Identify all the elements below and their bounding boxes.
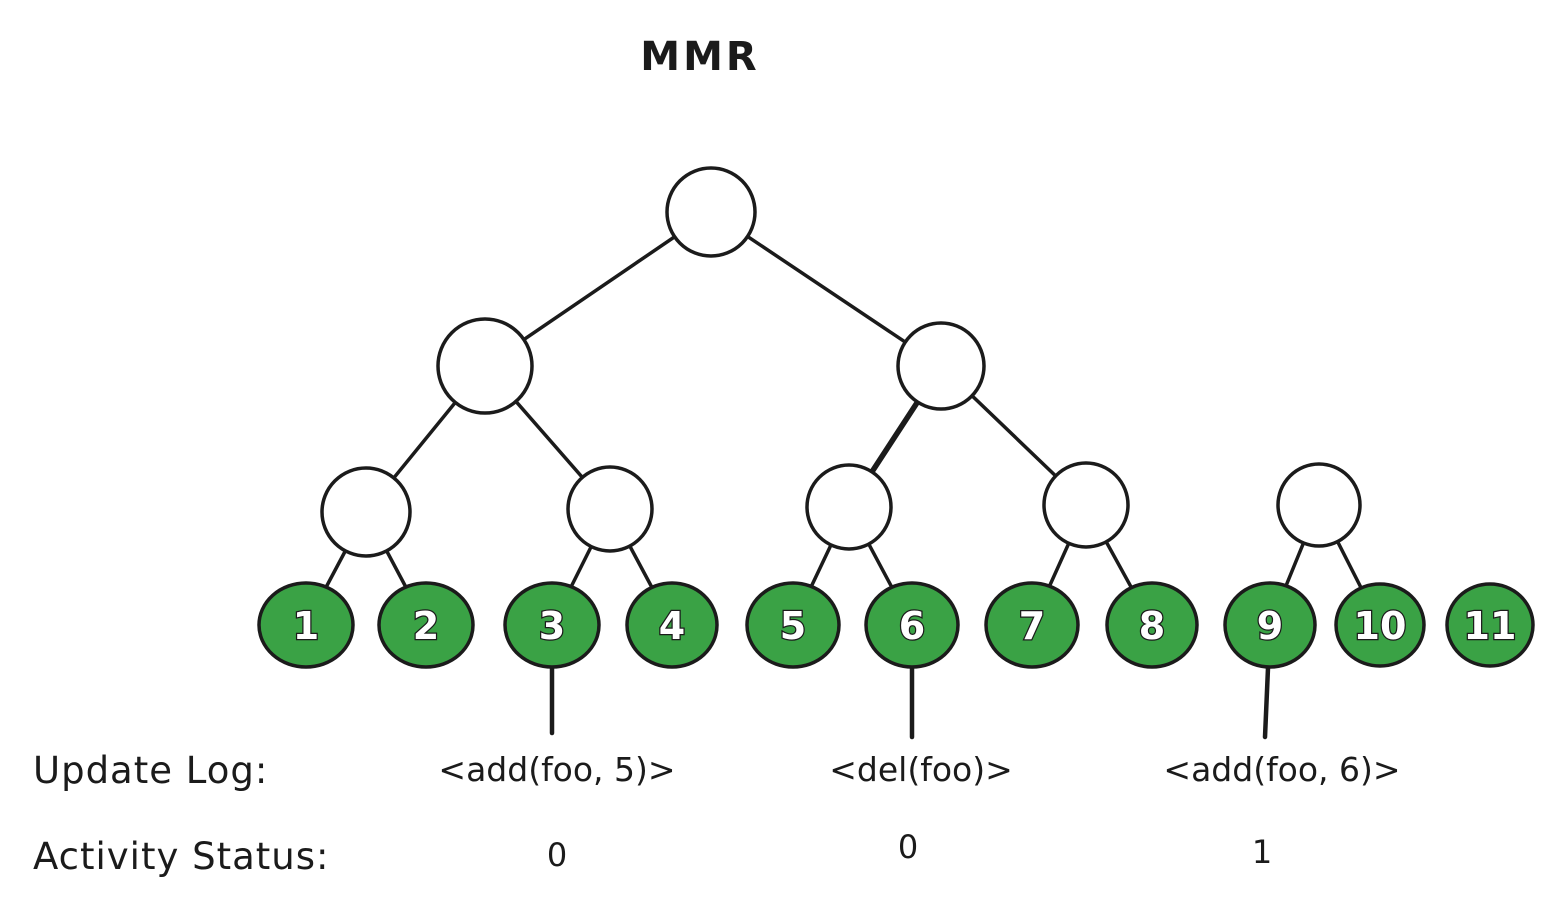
leaf-node-9 <box>1223 581 1317 669</box>
internal-node <box>805 463 893 551</box>
edge <box>709 210 943 368</box>
leaf-labels: 1 2 3 4 5 6 7 8 9 10 11 <box>292 603 1518 650</box>
leaf-node-6 <box>864 581 960 669</box>
log-connector <box>1262 665 1271 740</box>
leaf-node-5 <box>745 581 841 669</box>
update-log-entry-3: <add(foo, 6)> <box>1163 750 1400 789</box>
leaf-node-3 <box>503 581 601 669</box>
leaf-label-2: 2 <box>413 604 439 648</box>
leaf-label-9: 9 <box>1257 604 1283 648</box>
leaf-label-5: 5 <box>780 604 806 648</box>
leaf-node-1 <box>257 581 355 669</box>
log-connectors <box>549 665 1271 740</box>
leaf-node-4 <box>625 581 719 669</box>
leaf-node-7 <box>984 581 1080 669</box>
leaf-label-10: 10 <box>1354 604 1407 648</box>
activity-status-value-3: 1 <box>1252 833 1272 871</box>
leaf-label-7: 7 <box>1019 604 1045 648</box>
internal-nodes <box>320 166 1362 558</box>
activity-status-label: Activity Status: <box>33 835 330 878</box>
leaf-label-3: 3 <box>539 604 565 648</box>
diagram-title: MMR <box>640 34 759 80</box>
update-log-entry-2: <del(foo)> <box>829 750 1012 789</box>
activity-status-value-2: 0 <box>898 828 918 866</box>
activity-status-value-1: 0 <box>547 836 567 874</box>
internal-node <box>896 321 986 411</box>
leaf-node-8 <box>1105 581 1199 669</box>
leaf-node-10 <box>1334 582 1426 668</box>
leaf-label-6: 6 <box>899 604 925 648</box>
update-log-row: Update Log: <add(foo, 5)> <del(foo)> <ad… <box>33 749 1401 792</box>
internal-node <box>320 466 412 558</box>
internal-node <box>436 317 534 415</box>
leaf-label-11: 11 <box>1464 604 1517 648</box>
leaf-node-11 <box>1445 582 1535 668</box>
activity-status-row: Activity Status: 0 0 1 <box>33 828 1272 878</box>
leaf-label-1: 1 <box>293 604 319 648</box>
update-log-entry-1: <add(foo, 5)> <box>438 750 675 789</box>
update-log-label: Update Log: <box>33 749 268 792</box>
leaf-node-2 <box>377 581 475 669</box>
internal-node <box>1042 461 1130 549</box>
leaf-label-8: 8 <box>1139 604 1165 648</box>
leaf-nodes <box>257 581 1535 669</box>
leaf-label-4: 4 <box>659 604 685 648</box>
tree-edges <box>304 210 1382 627</box>
root-node <box>665 166 757 258</box>
internal-node <box>566 465 654 553</box>
peak-node <box>1276 462 1362 548</box>
